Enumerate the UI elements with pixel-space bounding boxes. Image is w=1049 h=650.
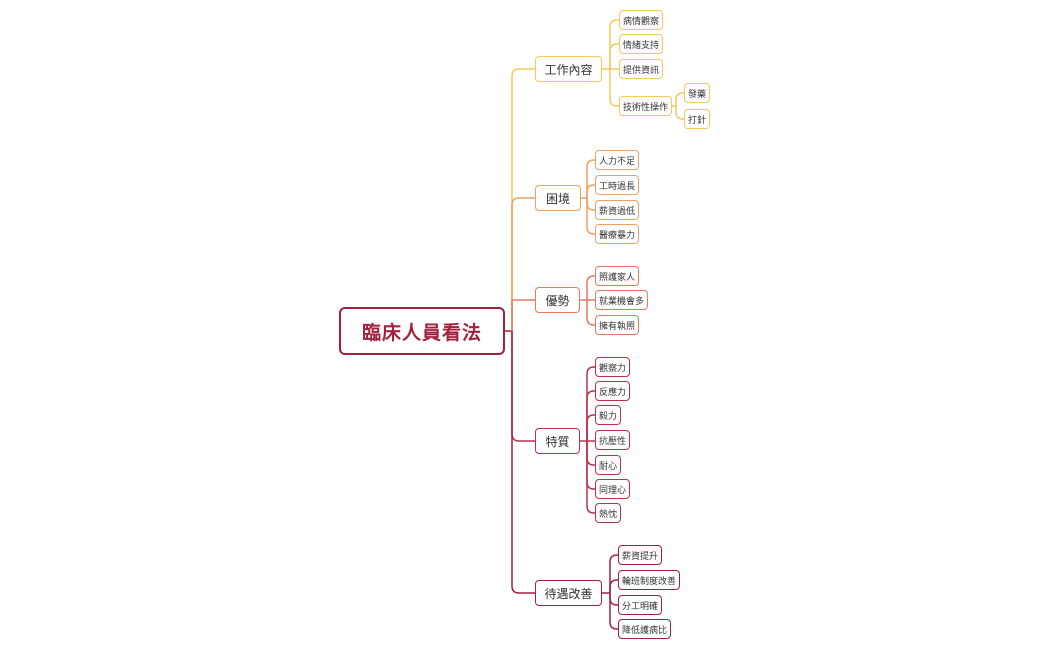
leaf-medical-violence[interactable]: 醫療暴力 [595, 224, 640, 244]
leaf-reduce-nurse-patient-ratio[interactable]: 降低護病比 [618, 619, 672, 639]
leaf-long-hours[interactable]: 工時過長 [595, 175, 640, 195]
leaf-low-salary[interactable]: 薪資過低 [595, 200, 640, 220]
leaf-provide-information[interactable]: 提供資訊 [619, 59, 664, 79]
leaf-clear-division[interactable]: 分工明確 [618, 595, 663, 615]
leaf-reaction[interactable]: 反應力 [595, 381, 631, 401]
leaf-perseverance[interactable]: 毅力 [595, 405, 622, 425]
leaf-injection[interactable]: 打針 [684, 109, 711, 129]
branch-work-content[interactable]: 工作內容 [535, 56, 602, 82]
leaf-empathy[interactable]: 同理心 [595, 479, 631, 499]
leaf-have-license[interactable]: 擁有執照 [595, 315, 640, 335]
leaf-condition-observation[interactable]: 病情觀察 [619, 10, 664, 30]
branch-treatment-improvement[interactable]: 待遇改善 [535, 580, 602, 606]
leaf-salary-increase[interactable]: 薪資提升 [618, 545, 663, 565]
leaf-dispense-medicine[interactable]: 發藥 [684, 83, 711, 103]
leaf-technical-operation[interactable]: 技術性操作 [619, 96, 673, 116]
leaf-job-opportunities[interactable]: 就業機會多 [595, 290, 649, 310]
branch-difficulties[interactable]: 困境 [535, 185, 581, 211]
root-topic[interactable]: 臨床人員看法 [339, 307, 505, 355]
branch-advantages[interactable]: 優勢 [535, 287, 580, 313]
leaf-care-for-family[interactable]: 照護家人 [595, 266, 640, 286]
leaf-stress-resistance[interactable]: 抗壓性 [595, 430, 631, 450]
leaf-observation[interactable]: 觀察力 [595, 357, 631, 377]
leaf-manpower-shortage[interactable]: 人力不足 [595, 150, 640, 170]
leaf-patience[interactable]: 耐心 [595, 455, 622, 475]
leaf-shift-system-improvement[interactable]: 輪班制度改善 [618, 570, 681, 590]
leaf-emotional-support[interactable]: 情緒支持 [619, 34, 664, 54]
leaf-enthusiasm[interactable]: 熱忱 [595, 503, 622, 523]
branch-traits[interactable]: 特質 [535, 428, 580, 454]
